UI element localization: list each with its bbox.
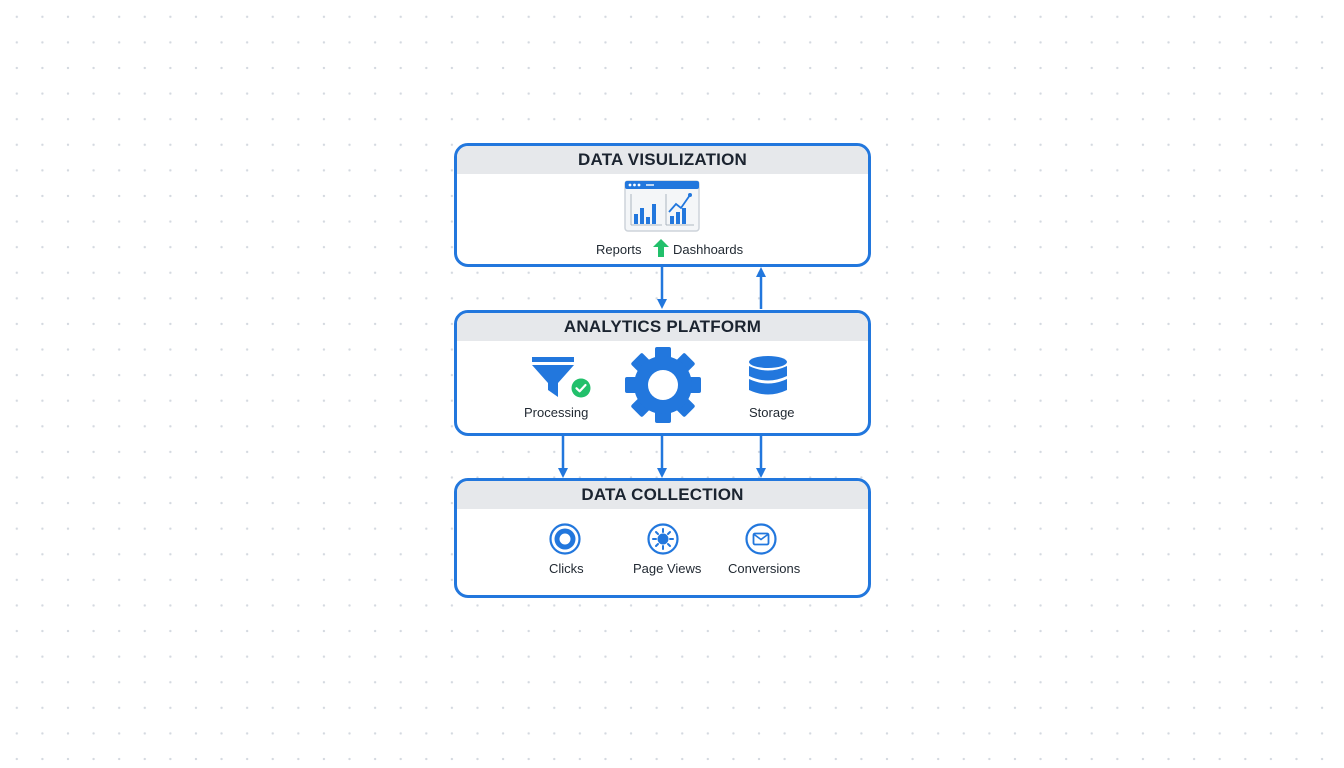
data-visualization-title: DATA VISULIZATION <box>457 146 868 174</box>
funnel-icon <box>532 357 574 397</box>
gear-icon <box>625 347 701 423</box>
email-icon <box>745 523 777 555</box>
dashboards-label: Dashhoards <box>673 242 744 257</box>
sun-icon <box>647 523 679 555</box>
storage-label: Storage <box>749 405 795 420</box>
data-collection-title: DATA COLLECTION <box>457 481 868 509</box>
database-icon <box>749 356 787 395</box>
reports-label: Reports <box>596 242 642 257</box>
processing-label: Processing <box>524 405 589 420</box>
clicks-label: Clicks <box>549 561 584 576</box>
check-circle-icon <box>571 378 591 398</box>
dashboard-chart-icon <box>624 180 700 232</box>
up-arrow-icon <box>653 239 669 257</box>
analytics-platform-title: ANALYTICS PLATFORM <box>457 313 868 341</box>
target-icon <box>549 523 581 555</box>
conversions-label: Conversions <box>728 561 801 576</box>
page-views-label: Page Views <box>633 561 702 576</box>
